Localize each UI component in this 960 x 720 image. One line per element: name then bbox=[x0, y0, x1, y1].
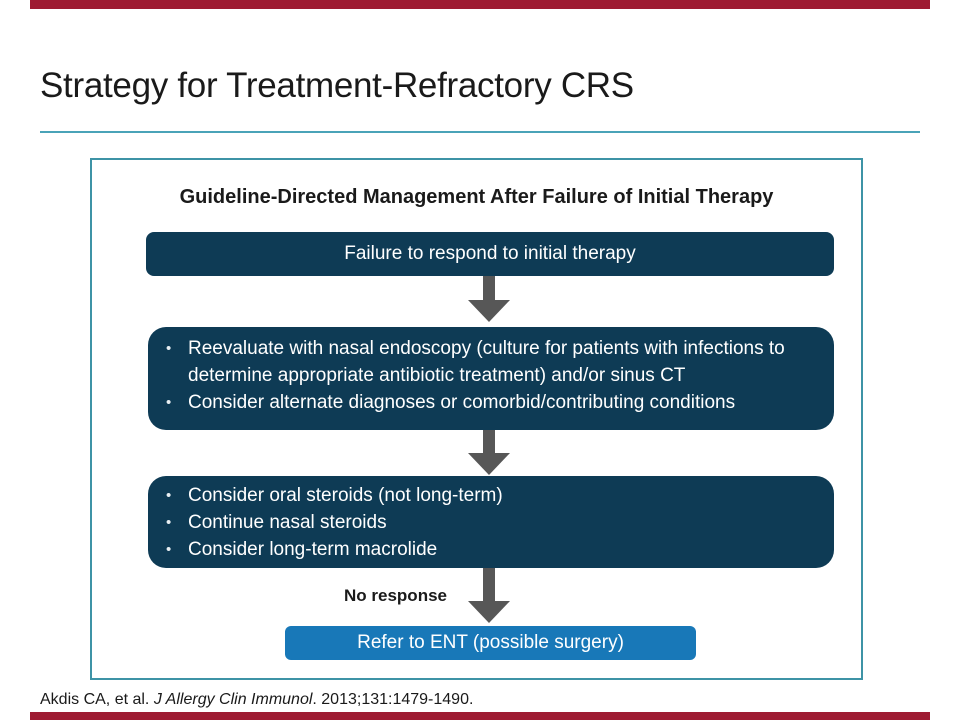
list-item: Consider alternate diagnoses or comorbid… bbox=[162, 389, 816, 416]
flow-step-initial-failure-label: Failure to respond to initial therapy bbox=[344, 243, 636, 264]
bullet-icon bbox=[166, 389, 171, 416]
bullet-list: Consider oral steroids (not long-term) C… bbox=[162, 482, 816, 563]
bullet-list: Reevaluate with nasal endoscopy (culture… bbox=[162, 335, 816, 416]
bullet-text: Reevaluate with nasal endoscopy (culture… bbox=[188, 338, 785, 386]
list-item: Consider oral steroids (not long-term) bbox=[162, 482, 816, 509]
bullet-text: Consider oral steroids (not long-term) bbox=[188, 485, 503, 506]
title-divider-line bbox=[40, 131, 920, 133]
flow-step-refer-ent-label: Refer to ENT (possible surgery) bbox=[357, 632, 624, 653]
no-response-label: No response bbox=[344, 586, 447, 605]
flow-step-initial-failure: Failure to respond to initial therapy bbox=[146, 232, 834, 276]
citation-authors: Akdis CA, et al. bbox=[40, 691, 154, 708]
top-accent-bar bbox=[30, 0, 930, 9]
bullet-text: Consider long-term macrolide bbox=[188, 539, 438, 560]
bottom-accent-bar bbox=[30, 712, 930, 720]
slide-title: Strategy for Treatment-Refractory CRS bbox=[40, 66, 634, 105]
arrow-head bbox=[468, 300, 510, 322]
bullet-icon bbox=[166, 536, 171, 563]
arrow-shaft bbox=[483, 568, 495, 602]
citation-detail: . 2013;131:1479-1490. bbox=[312, 691, 474, 708]
bullet-icon bbox=[166, 509, 171, 536]
bullet-icon bbox=[166, 335, 171, 362]
list-item: Reevaluate with nasal endoscopy (culture… bbox=[162, 335, 816, 389]
diagram-heading: Guideline-Directed Management After Fail… bbox=[179, 186, 774, 208]
arrow-shaft bbox=[483, 276, 495, 301]
flow-step-reevaluate: Reevaluate with nasal endoscopy (culture… bbox=[148, 327, 834, 430]
diagram-panel: Guideline-Directed Management After Fail… bbox=[90, 158, 863, 680]
bullet-icon bbox=[166, 482, 171, 509]
arrow-head bbox=[468, 601, 510, 623]
arrow-shaft bbox=[483, 430, 495, 454]
flow-step-steroids: Consider oral steroids (not long-term) C… bbox=[148, 476, 834, 568]
arrow-head bbox=[468, 453, 510, 475]
flow-step-refer-ent: Refer to ENT (possible surgery) bbox=[285, 626, 696, 660]
bullet-text: Consider alternate diagnoses or comorbid… bbox=[188, 392, 736, 413]
list-item: Continue nasal steroids bbox=[162, 509, 816, 536]
citation-journal: J Allergy Clin Immunol bbox=[153, 691, 313, 708]
list-item: Consider long-term macrolide bbox=[162, 536, 816, 563]
bullet-text: Continue nasal steroids bbox=[188, 512, 387, 533]
citation: Akdis CA, et al. J Allergy Clin Immunol.… bbox=[40, 691, 473, 709]
